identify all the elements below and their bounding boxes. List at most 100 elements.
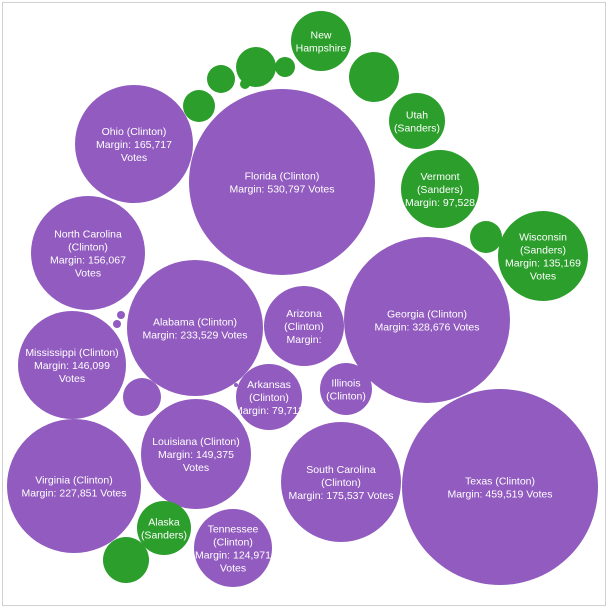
bubble-circle-unlabeled-26[interactable] [240,79,250,89]
bubble-unlabeled-20[interactable] [236,47,276,87]
bubble-illinois[interactable]: Illinois(Clinton) [320,363,372,415]
bubble-circle-illinois[interactable] [320,363,372,415]
bubble-circle-unlabeled-30[interactable] [234,383,238,387]
bubble-label-utah: (Sanders) [394,123,440,135]
bubble-label-virginia: Virginia (Clinton) [35,475,112,487]
bubble-label-louisiana: Margin: 149,375 [158,449,234,461]
bubble-label-south-carolina: Margin: 175,537 Votes [288,490,393,502]
bubble-label-arizona: Margin: [286,334,321,346]
bubble-unlabeled-26[interactable] [240,79,250,89]
bubble-alabama[interactable]: Alabama (Clinton)Margin: 233,529 Votes [127,260,263,396]
bubble-unlabeled-24[interactable] [183,90,215,122]
bubble-label-texas: Texas (Clinton) [465,476,535,488]
bubble-label-vermont: Vermont [420,171,459,183]
bubble-label-florida: Margin: 530,797 Votes [229,184,334,196]
bubble-label-tennessee: Margin: 124,971 [195,550,271,562]
bubble-texas[interactable]: Texas (Clinton)Margin: 459,519 Votes [402,389,598,585]
bubble-label-louisiana: Votes [183,462,209,474]
bubble-circle-unlabeled-22[interactable] [103,537,149,583]
bubble-label-illinois: (Clinton) [326,391,366,403]
bubble-circle-alabama[interactable] [127,260,263,396]
bubble-label-virginia: Margin: 227,851 Votes [21,488,126,500]
bubble-label-mississippi: Margin: 146,099 [34,360,110,372]
bubble-unlabeled-22[interactable] [103,537,149,583]
bubble-label-mississippi: Mississippi (Clinton) [25,347,118,359]
bubble-label-arkansas: Arkansas [247,379,291,391]
bubble-unlabeled-25[interactable] [275,57,295,77]
bubble-vermont[interactable]: Vermont(Sanders)Margin: 97,528 [401,150,479,228]
bubble-unlabeled-30[interactable] [234,383,238,387]
bubble-circle-unlabeled-27[interactable] [123,378,161,416]
bubble-label-vermont: Margin: 97,528 [405,197,475,209]
bubble-georgia[interactable]: Georgia (Clinton)Margin: 328,676 Votes [344,237,510,403]
bubble-north-carolina[interactable]: North Carolina(Clinton)Margin: 156,067Vo… [31,196,145,310]
bubble-circle-texas[interactable] [402,389,598,585]
bubble-mississippi[interactable]: Mississippi (Clinton)Margin: 146,099Vote… [18,311,126,419]
bubble-label-alaska: Alaska [148,517,180,529]
bubble-circle-unlabeled-25[interactable] [275,57,295,77]
bubble-circle-unlabeled-28[interactable] [117,311,125,319]
bubble-unlabeled-28[interactable] [117,311,125,319]
bubble-label-florida: Florida (Clinton) [245,171,320,183]
bubble-label-ohio: Margin: 165,717 [96,139,172,151]
bubble-circle-south-carolina[interactable] [281,422,401,542]
bubble-circle-arizona[interactable] [264,286,344,366]
bubble-label-ohio: Votes [121,152,147,164]
bubble-label-mississippi: Votes [59,373,85,385]
bubble-circle-unlabeled-29[interactable] [113,320,121,328]
bubble-label-georgia: Georgia (Clinton) [387,309,467,321]
bubble-circle-vermont[interactable] [401,150,479,228]
bubble-unlabeled-29[interactable] [113,320,121,328]
bubble-label-new-hampshire: New [310,30,331,42]
bubble-circle-new-hampshire[interactable] [291,11,351,71]
bubble-florida[interactable]: Florida (Clinton)Margin: 530,797 Votes [189,89,375,275]
bubble-circle-north-carolina[interactable] [31,196,145,310]
bubble-circle-florida[interactable] [189,89,375,275]
bubble-label-wisconsin: (Sanders) [520,245,566,257]
bubble-arkansas[interactable]: Arkansas(Clinton)Margin: 79,712 [234,364,304,430]
bubble-circle-unlabeled-19[interactable] [349,52,399,102]
bubble-circle-wisconsin[interactable] [498,211,588,301]
bubble-label-north-carolina: Votes [75,268,101,280]
bubble-virginia[interactable]: Virginia (Clinton)Margin: 227,851 Votes [7,419,141,553]
bubble-label-texas: Margin: 459,519 Votes [447,489,552,501]
bubble-utah[interactable]: Utah(Sanders) [389,93,445,149]
bubble-label-new-hampshire: Hampshire [296,43,347,55]
bubble-unlabeled-19[interactable] [349,52,399,102]
bubble-circle-louisiana[interactable] [141,399,251,509]
bubble-circle-unlabeled-24[interactable] [183,90,215,122]
bubble-circle-ohio[interactable] [75,85,193,203]
bubble-circle-arkansas[interactable] [236,364,302,430]
bubble-south-carolina[interactable]: South Carolina(Clinton)Margin: 175,537 V… [281,422,401,542]
bubble-circle-alaska[interactable] [137,501,191,555]
bubble-label-louisiana: Louisiana (Clinton) [152,436,240,448]
bubble-circle-unlabeled-20[interactable] [236,47,276,87]
bubble-unlabeled-27[interactable] [123,378,161,416]
bubble-circle-unlabeled-21[interactable] [470,221,502,253]
bubble-circle-tennessee[interactable] [194,509,272,587]
bubble-circle-unlabeled-23[interactable] [207,65,235,93]
bubble-label-tennessee: Votes [220,563,246,575]
bubble-label-south-carolina: (Clinton) [321,477,361,489]
bubble-circle-virginia[interactable] [7,419,141,553]
bubble-label-georgia: Margin: 328,676 Votes [374,322,479,334]
bubble-label-north-carolina: North Carolina [54,229,122,241]
bubble-circle-utah[interactable] [389,93,445,149]
bubble-label-tennessee: Tennessee [208,524,259,536]
bubble-circle-mississippi[interactable] [18,311,126,419]
bubble-label-arkansas: (Clinton) [249,392,289,404]
bubble-unlabeled-23[interactable] [207,65,235,93]
bubble-label-ohio: Ohio (Clinton) [102,126,167,138]
bubble-unlabeled-21[interactable] [470,221,502,253]
bubble-alaska[interactable]: Alaska(Sanders) [137,501,191,555]
bubble-label-arizona: (Clinton) [284,321,324,333]
bubble-arizona[interactable]: Arizona(Clinton)Margin: [264,286,344,366]
bubble-circle-georgia[interactable] [344,237,510,403]
bubble-label-wisconsin: Votes [530,271,556,283]
bubble-label-wisconsin: Margin: 135,169 [505,258,581,270]
